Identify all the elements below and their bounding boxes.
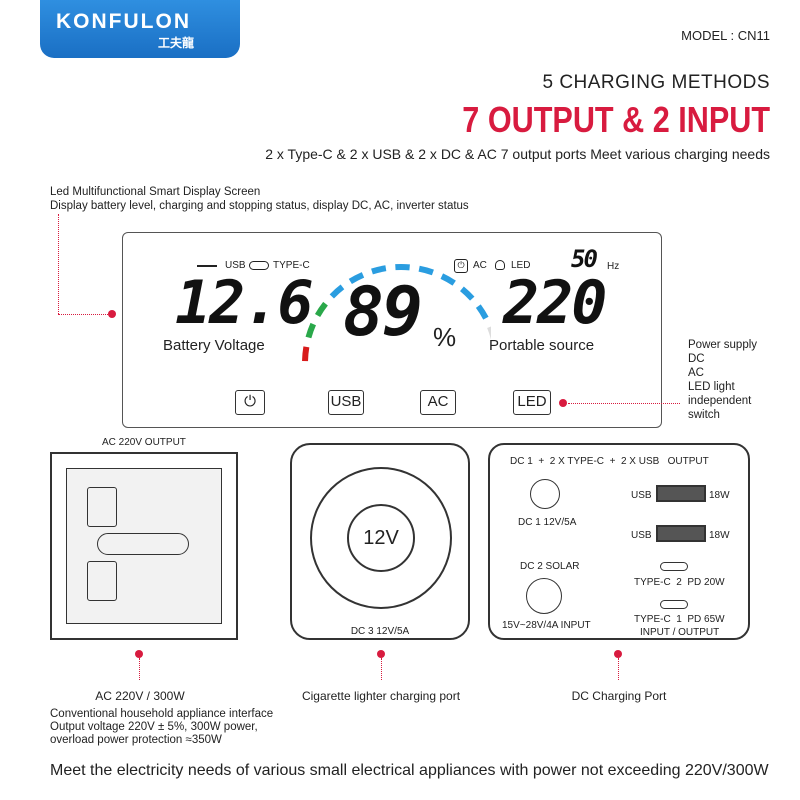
- gauge-segment: [475, 304, 489, 320]
- note-line: LED light: [688, 381, 735, 393]
- note-line: Power supply: [688, 339, 758, 351]
- ac-button[interactable]: AC: [420, 390, 456, 415]
- output-label: Portable source: [489, 337, 595, 354]
- socket-hole: [87, 487, 117, 527]
- typec2-label: TYPE-C 2 PD 20W: [634, 577, 725, 588]
- headline: 7 OUTPUT & 2 INPUT: [462, 99, 770, 140]
- gauge-segment: [348, 272, 365, 285]
- typec-port: [660, 562, 688, 571]
- ac-panel-title: AC 220V OUTPUT: [102, 437, 186, 448]
- footer-text: Meet the electricity needs of various sm…: [50, 762, 769, 779]
- usb2-power: 18W: [709, 530, 730, 541]
- model-number: MODEL : CN11: [681, 28, 770, 43]
- callout-dot: [614, 650, 622, 658]
- dc1-port: [530, 479, 560, 509]
- usb-port: [656, 525, 706, 542]
- dc-panel-title: DC 1 + 2 X TYPE-C + 2 X USB OUTPUT: [510, 456, 709, 467]
- note-line: independent: [688, 395, 752, 407]
- frequency-unit: Hz: [607, 261, 620, 272]
- battery-percent: 89: [343, 273, 423, 352]
- voltage-label: Battery Voltage: [163, 337, 265, 354]
- gauge-segment: [440, 273, 456, 286]
- usb1-power: 18W: [709, 490, 730, 501]
- callout-line: [58, 214, 59, 314]
- typec-port: [660, 600, 688, 609]
- solar-label: DC 2 SOLAR: [520, 561, 580, 572]
- dc1-label: DC 1 12V/5A: [518, 517, 577, 528]
- usb-label: USB: [225, 260, 246, 271]
- ac-socket: [66, 468, 222, 624]
- typec1-sublabel: INPUT / OUTPUT: [640, 627, 720, 638]
- desc-line: Output voltage 220V ± 5%, 300W power,: [50, 721, 258, 733]
- note-line: DC: [688, 353, 705, 365]
- gauge-segment: [459, 286, 475, 301]
- usb-button[interactable]: USB: [328, 390, 364, 415]
- note-line: AC: [688, 367, 704, 379]
- usb1-label: USB: [631, 490, 652, 501]
- gauge-segment: [305, 322, 317, 339]
- usb-port: [656, 485, 706, 502]
- gauge-segment: [302, 346, 310, 362]
- lcd-display: USB TYPE-C 12.6 Battery Voltage 89 % ⏻ A…: [122, 232, 662, 428]
- gauge-segment: [329, 284, 345, 299]
- charging-methods-title: 5 CHARGING METHODS: [542, 72, 770, 93]
- desc-line: overload power protection ≈350W: [50, 734, 222, 746]
- callout-line: [58, 314, 110, 315]
- power-button[interactable]: ⏻: [235, 390, 265, 415]
- battery-gauge: [302, 264, 491, 362]
- solar-port: [526, 578, 562, 614]
- callout-line: [381, 658, 382, 680]
- note-line: switch: [688, 409, 720, 421]
- brand-logo: KONFULON 工夫龍: [40, 0, 240, 58]
- usb-icon: [197, 265, 217, 267]
- output-voltage-readout: 220: [503, 268, 607, 338]
- solar-input-label: 15V~28V/4A INPUT: [502, 620, 591, 631]
- ac-caption: AC 220V / 300W: [95, 689, 185, 703]
- socket-hole: [87, 561, 117, 601]
- led-label: LED: [511, 260, 531, 271]
- gauge-segment: [487, 326, 491, 340]
- callout-dot: [377, 650, 385, 658]
- ac-icon: ⏻: [454, 259, 468, 273]
- typec-icon: [249, 261, 269, 270]
- display-note: Led Multifunctional Smart Display Screen…: [50, 185, 469, 213]
- logo-text: KONFULON: [56, 10, 191, 33]
- gauge-segment: [371, 265, 387, 275]
- callout-line: [139, 658, 140, 680]
- callout-line: [568, 403, 680, 404]
- typec1-label: TYPE-C 1 PD 65W: [634, 614, 725, 625]
- led-bulb-icon: [495, 260, 505, 270]
- desc-line: Conventional household appliance interfa…: [50, 708, 274, 720]
- percent-unit: %: [433, 322, 457, 352]
- gauge-segment: [418, 265, 434, 276]
- callout-line: [618, 658, 619, 680]
- subtitle: 2 x Type-C & 2 x USB & 2 x DC & AC 7 out…: [265, 146, 770, 162]
- display-note-title: Led Multifunctional Smart Display Screen: [50, 186, 261, 198]
- led-button[interactable]: LED: [513, 390, 551, 415]
- ac-description: Conventional household appliance interfa…: [50, 708, 273, 747]
- dc-port-panel: DC 1 + 2 X TYPE-C + 2 X USB OUTPUT DC 1 …: [488, 443, 750, 640]
- typec-label: TYPE-C: [273, 260, 310, 271]
- dc-caption: DC Charging Port: [571, 689, 667, 703]
- cigarette-lighter-panel: 12V DC 3 12V/5A: [290, 443, 470, 640]
- logo-chinese: 工夫龍: [158, 36, 195, 50]
- display-note-desc: Display battery level, charging and stop…: [50, 200, 469, 212]
- cig-caption: Cigarette lighter charging port: [301, 689, 461, 703]
- gauge-segment: [314, 301, 328, 318]
- usb2-label: USB: [631, 530, 652, 541]
- cigarette-socket-outer: [310, 467, 452, 609]
- cig-label: DC 3 12V/5A: [350, 626, 410, 637]
- ac-label: AC: [473, 260, 487, 271]
- callout-dot: [108, 310, 116, 318]
- ac-outlet-panel: [50, 452, 238, 640]
- voltage-readout: 12.6: [175, 268, 313, 338]
- cigarette-socket: 12V: [347, 504, 415, 572]
- frequency-readout: 50: [571, 245, 598, 273]
- callout-dot: [559, 399, 567, 407]
- socket-round-holes: [97, 533, 189, 555]
- callout-dot: [135, 650, 143, 658]
